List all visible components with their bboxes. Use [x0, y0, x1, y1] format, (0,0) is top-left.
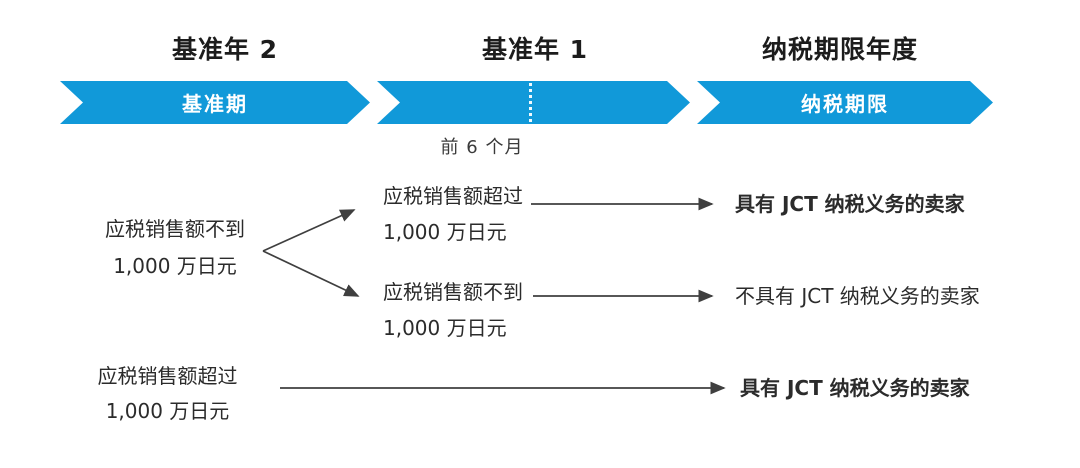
timeline-segment-base-period: 基准期: [60, 81, 370, 124]
header-tax-period-year: 纳税期限年度: [761, 35, 919, 64]
timeline-segment-middle: [377, 81, 690, 124]
dotted-divider-line: [529, 83, 532, 122]
node-bottom-sales-over-10m: 应税销售额超过 1,000 万日元: [85, 359, 250, 429]
fork-arrow-down: [262, 250, 360, 297]
result-not-liable-seller: 不具有 JCT 纳税义务的卖家: [735, 284, 980, 308]
node-text-line: 1,000 万日元: [113, 254, 237, 278]
fork-arrow-up: [262, 209, 356, 252]
node-text-line: 应税销售额不到: [105, 217, 245, 241]
timeline-segment-label: 基准期: [182, 92, 248, 116]
header-base-year-1: 基准年 1: [481, 35, 589, 64]
header-base-year-2: 基准年 2: [171, 35, 279, 64]
node-branch-sales-over-10m: 应税销售额超过 1,000 万日元: [383, 178, 523, 250]
node-branch-sales-under-10m: 应税销售额不到 1,000 万日元: [383, 274, 523, 346]
node-text-line: 1,000 万日元: [383, 316, 507, 340]
node-text-line: 应税销售额超过: [383, 184, 523, 208]
timeline-segment-label: 纳税期限: [801, 92, 889, 116]
timeline-segment-tax-period: 纳税期限: [697, 81, 993, 124]
node-text-line: 1,000 万日元: [105, 399, 230, 423]
result-liable-seller-top: 具有 JCT 纳税义务的卖家: [735, 192, 965, 216]
result-liable-seller-bottom: 具有 JCT 纳税义务的卖家: [740, 376, 970, 400]
first-six-months-label: 前 6 个月: [440, 137, 524, 158]
node-text-line: 应税销售额不到: [383, 280, 523, 304]
node-text-line: 应税销售额超过: [97, 364, 238, 388]
node-root-sales-under-10m: 应税销售额不到 1,000 万日元: [95, 211, 255, 285]
node-text-line: 1,000 万日元: [383, 220, 507, 244]
